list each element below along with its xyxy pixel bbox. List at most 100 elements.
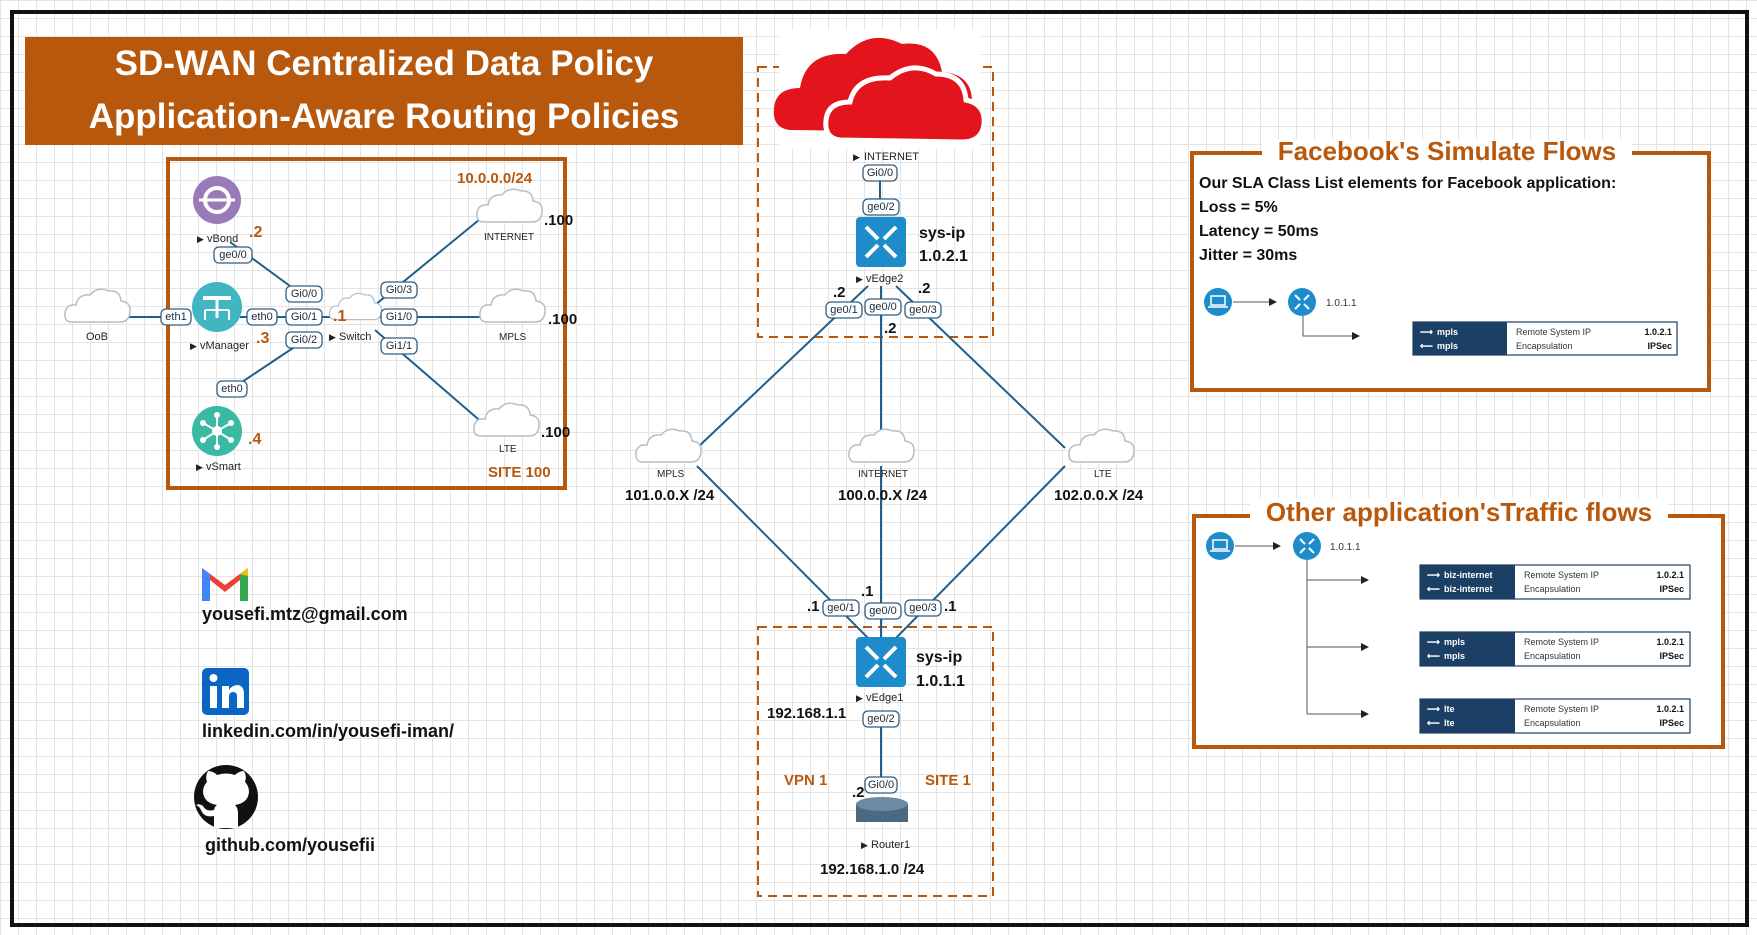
svg-text:1.0.2.1: 1.0.2.1 [1656,704,1684,714]
svg-text:⟵: ⟵ [1427,718,1440,728]
svg-text:⟵: ⟵ [1420,341,1433,351]
svg-text:.1: .1 [861,583,874,600]
vedge2-ge02: ge0/2 [862,198,900,216]
vsmart-node[interactable]: vSmart ▶ .4 [192,406,261,473]
router1-label: Router1 [871,839,910,851]
router1-node[interactable]: Router1 ▶ [856,797,910,851]
linkedin-link[interactable]: linkedin.com/in/yousefi-iman/ [202,721,454,741]
svg-text:biz-internet: biz-internet [1444,570,1493,580]
vedge1-lan-ip: 192.168.1.1 [767,705,846,722]
linkedin-icon [202,668,249,715]
site100-mpls-cloud: MPLS .100 [479,288,577,343]
svg-text:MPLS: MPLS [657,469,685,480]
other-panel: Other application'sTraffic flows 1.0.1.1… [1192,497,1725,749]
svg-text:ge0/0: ge0/0 [869,605,897,617]
svg-text:Remote System IP: Remote System IP [1524,637,1599,647]
switch-gi00: Gi0/0 [285,285,323,303]
fb-router-ip: 1.0.1.1 [1326,298,1357,309]
fb-router-icon [1288,288,1316,316]
github-icon [194,765,258,829]
mpls-cloud: MPLS 101.0.0.X /24 [625,428,715,504]
vbond-suffix: .2 [249,224,262,241]
vedge1-sysip: 1.0.1.1 [916,673,965,690]
svg-text:LTE: LTE [1094,469,1112,480]
svg-text:mpls: mpls [1437,341,1458,351]
svg-text:Gi0/3: Gi0/3 [386,284,412,296]
facebook-panel: Facebook's Simulate Flows Our SLA Class … [1190,136,1711,392]
site100-mpls-suffix: .100 [548,311,577,328]
svg-text:Gi1/1: Gi1/1 [386,340,412,352]
switch-gi01: Gi0/1 [285,308,323,326]
title-line1: SD-WAN Centralized Data Policy [115,44,654,83]
email-link[interactable]: yousefi.mtz@gmail.com [202,604,408,624]
vedge2-label: vEdge2 [866,273,903,285]
vedge1-sysip-label: sys-ip [916,649,962,666]
vedge1-ge00: ge0/0 [864,602,902,620]
sla-loss: Loss = 5% [1199,199,1278,216]
other-host-icon [1206,532,1234,560]
vbond-node[interactable]: vBond ▶ .2 [193,176,262,245]
oob-label: OoB [86,331,108,343]
svg-text:⟶: ⟶ [1427,570,1440,580]
svg-text:.2: .2 [918,280,931,297]
switch-node[interactable]: Switch ▶ .1 [328,292,383,343]
other-flow-card-1[interactable]: ⟶ biz-internet ⟵ biz-internet Remote Sys… [1419,564,1691,600]
svg-text:Gi0/0: Gi0/0 [291,288,317,300]
svg-text:lte: lte [1444,718,1455,728]
other-router-ip: 1.0.1.1 [1330,542,1361,553]
sla-jitter: Jitter = 30ms [1199,247,1297,264]
svg-text:ge0/3: ge0/3 [909,602,937,614]
svg-text:IPSec: IPSec [1659,584,1684,594]
gmail-icon [202,568,248,601]
svg-text:1.0.2.1: 1.0.2.1 [1656,570,1684,580]
svg-text:INTERNET: INTERNET [484,232,534,243]
github-link[interactable]: github.com/yousefii [205,835,375,855]
fb-host-icon [1204,288,1232,316]
svg-text:eth0: eth0 [221,383,242,395]
svg-text:Gi0/2: Gi0/2 [291,334,317,346]
svg-text:Gi0/0: Gi0/0 [868,779,894,791]
internet-subnet: 100.0.0.X /24 [838,487,928,504]
site100-lte-suffix: .100 [541,424,570,441]
svg-text:ge0/0: ge0/0 [869,301,897,313]
fb-flow-card[interactable]: ⟶ mpls ⟵ mpls Remote System IP 1.0.2.1 E… [1412,321,1678,356]
vsmart-iface: eth0 [216,380,248,398]
svg-text:eth1: eth1 [165,311,186,323]
diagram-frame [10,10,1749,927]
site1-name: SITE 1 [925,772,971,789]
vmanager-eth0: eth0 [246,308,278,326]
svg-text:mpls: mpls [1444,637,1465,647]
svg-text:▶: ▶ [856,274,863,284]
vbond-iface: ge0/0 [213,246,253,264]
switch-gi02: Gi0/2 [285,331,323,349]
svg-text:1.0.2.1: 1.0.2.1 [1644,327,1672,337]
internet-top-label: INTERNET [864,151,919,163]
vmanager-node[interactable]: vManager ▶ .3 [190,282,269,352]
svg-text:Encapsulation: Encapsulation [1524,718,1581,728]
svg-text:mpls: mpls [1444,651,1465,661]
vedge1-ge03: ge0/3 [904,599,942,617]
vedge2-ge03: ge0/3 [904,301,942,319]
vbond-label: vBond [207,233,238,245]
svg-text:▶: ▶ [329,332,336,342]
site100-name: SITE 100 [488,464,551,481]
lte-subnet: 102.0.0.X /24 [1054,487,1144,504]
switch-suffix: .1 [333,308,346,325]
vedge2-ge00: ge0/0 [864,298,902,316]
vsmart-suffix: .4 [248,431,261,448]
svg-text:ge0/2: ge0/2 [867,713,895,725]
site1-lan-subnet: 192.168.1.0 /24 [820,861,925,878]
other-flow-card-2[interactable]: ⟶ mpls ⟵ mpls Remote System IP 1.0.2.1 E… [1419,631,1691,667]
other-panel-title: Other application'sTraffic flows [1266,497,1652,527]
vedge2-node[interactable]: vEdge2 ▶ [856,217,906,285]
vedge1-node[interactable]: vEdge1 ▶ [856,637,906,704]
svg-text:eth0: eth0 [251,311,272,323]
facebook-panel-title: Facebook's Simulate Flows [1278,136,1617,166]
facebook-intro: Our SLA Class List elements for Facebook… [1199,175,1616,192]
svg-text:1.0.2.1: 1.0.2.1 [1656,637,1684,647]
svg-text:lte: lte [1444,704,1455,714]
svg-text:⟵: ⟵ [1427,651,1440,661]
other-flow-card-3[interactable]: ⟶ lte ⟵ lte Remote System IP 1.0.2.1 Enc… [1419,698,1691,734]
svg-text:Remote System IP: Remote System IP [1516,327,1591,337]
title-banner: SD-WAN Centralized Data Policy Applicati… [25,37,743,145]
